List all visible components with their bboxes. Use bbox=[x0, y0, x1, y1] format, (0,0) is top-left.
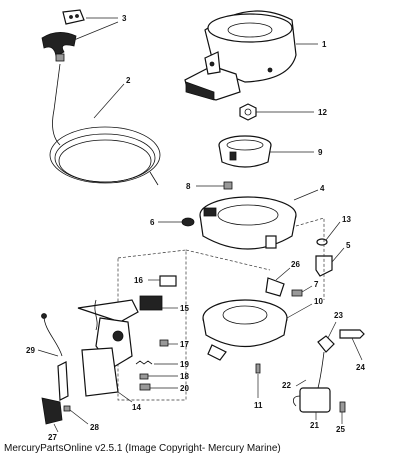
callout-25: 25 bbox=[336, 412, 345, 434]
callout-8: 8 bbox=[186, 182, 224, 191]
bracket-27-part bbox=[41, 361, 69, 425]
svg-text:4: 4 bbox=[320, 184, 325, 193]
callout-26: 26 bbox=[275, 260, 300, 281]
svg-text:1: 1 bbox=[322, 40, 327, 49]
svg-text:13: 13 bbox=[342, 215, 351, 224]
screw-17-part bbox=[159, 339, 169, 347]
callout-6: 6 bbox=[150, 218, 182, 227]
svg-text:18: 18 bbox=[180, 372, 189, 381]
svg-text:6: 6 bbox=[150, 218, 155, 227]
screw-7-part bbox=[291, 289, 303, 297]
callout-18: 18 bbox=[148, 372, 189, 381]
callout-23: 23 bbox=[327, 311, 343, 339]
callout-24: 24 bbox=[351, 337, 365, 372]
svg-text:2: 2 bbox=[126, 76, 131, 85]
callout-22: 22 bbox=[282, 379, 307, 390]
svg-text:10: 10 bbox=[314, 297, 323, 306]
svg-text:17: 17 bbox=[180, 340, 189, 349]
callout-16: 16 bbox=[134, 276, 160, 285]
callout-15: 15 bbox=[162, 304, 189, 313]
callout-9: 9 bbox=[270, 148, 323, 157]
svg-text:29: 29 bbox=[26, 346, 35, 355]
coil-21-part bbox=[299, 387, 331, 413]
svg-text:11: 11 bbox=[254, 401, 263, 410]
starter-handle-part bbox=[41, 9, 85, 62]
starter-pulley-part bbox=[199, 196, 297, 250]
callout-4: 4 bbox=[293, 184, 325, 201]
callout-28: 28 bbox=[69, 409, 99, 432]
pin-20-part bbox=[139, 383, 151, 391]
svg-text:24: 24 bbox=[356, 363, 365, 372]
svg-text:26: 26 bbox=[291, 260, 300, 269]
callout-20: 20 bbox=[150, 384, 189, 393]
callout-10: 10 bbox=[286, 297, 323, 319]
callout-27: 27 bbox=[48, 423, 59, 440]
screw-25-part bbox=[339, 401, 346, 413]
svg-text:14: 14 bbox=[132, 403, 141, 412]
pin-11-part bbox=[255, 363, 261, 374]
svg-text:16: 16 bbox=[134, 276, 143, 285]
svg-text:22: 22 bbox=[282, 381, 291, 390]
svg-text:25: 25 bbox=[336, 425, 345, 434]
spark-plug-part bbox=[339, 329, 365, 339]
callout-2: 2 bbox=[93, 76, 131, 119]
clamp-26-part bbox=[265, 277, 285, 297]
callout-19: 19 bbox=[154, 360, 189, 369]
callout-5: 5 bbox=[331, 241, 351, 263]
callout-7: 7 bbox=[301, 280, 319, 293]
plug-cap-part bbox=[317, 335, 335, 389]
spring-cup-part bbox=[218, 135, 272, 168]
callout-13: 13 bbox=[325, 215, 351, 241]
svg-text:20: 20 bbox=[180, 384, 189, 393]
svg-text:23: 23 bbox=[334, 311, 343, 320]
stator-plate-part bbox=[202, 299, 288, 361]
svg-text:8: 8 bbox=[186, 182, 191, 191]
lead-22-part bbox=[292, 395, 301, 407]
wire-29-part bbox=[43, 315, 63, 357]
svg-text:19: 19 bbox=[180, 360, 189, 369]
callout-14: 14 bbox=[117, 391, 141, 412]
starter-housing-part bbox=[184, 10, 297, 101]
svg-text:5: 5 bbox=[346, 241, 351, 250]
callout-3: 3 bbox=[73, 14, 127, 41]
callout-17: 17 bbox=[168, 340, 189, 349]
callout-21: 21 bbox=[310, 412, 319, 430]
screw-28-part bbox=[63, 405, 71, 412]
svg-text:12: 12 bbox=[318, 108, 327, 117]
nut-part bbox=[239, 103, 257, 121]
svg-text:3: 3 bbox=[122, 14, 127, 23]
callout-11: 11 bbox=[254, 374, 263, 410]
pin-18-part bbox=[139, 373, 149, 380]
svg-text:15: 15 bbox=[180, 304, 189, 313]
svg-text:9: 9 bbox=[318, 148, 323, 157]
starter-rope-part bbox=[49, 63, 161, 186]
callout-12: 12 bbox=[256, 108, 327, 117]
screw-8-part bbox=[223, 181, 233, 190]
callout-1: 1 bbox=[296, 40, 327, 49]
callout-29: 29 bbox=[26, 346, 59, 357]
svg-text:28: 28 bbox=[90, 423, 99, 432]
exploded-parts-diagram: 3 1 2 12 9 8 4 6 13 5 26 7 bbox=[26, 9, 365, 440]
pad-16-part bbox=[159, 275, 177, 287]
svg-text:7: 7 bbox=[314, 280, 319, 289]
copyright-caption: MercuryPartsOnline v2.5.1 (Image Copyrig… bbox=[4, 443, 281, 454]
svg-text:27: 27 bbox=[48, 433, 57, 440]
linkage-assembly-part bbox=[77, 299, 139, 397]
spring-19-part bbox=[135, 360, 153, 365]
switch-15-part bbox=[139, 295, 163, 311]
grommet-part bbox=[181, 217, 195, 227]
svg-text:21: 21 bbox=[310, 421, 319, 430]
washer-part bbox=[316, 238, 328, 246]
